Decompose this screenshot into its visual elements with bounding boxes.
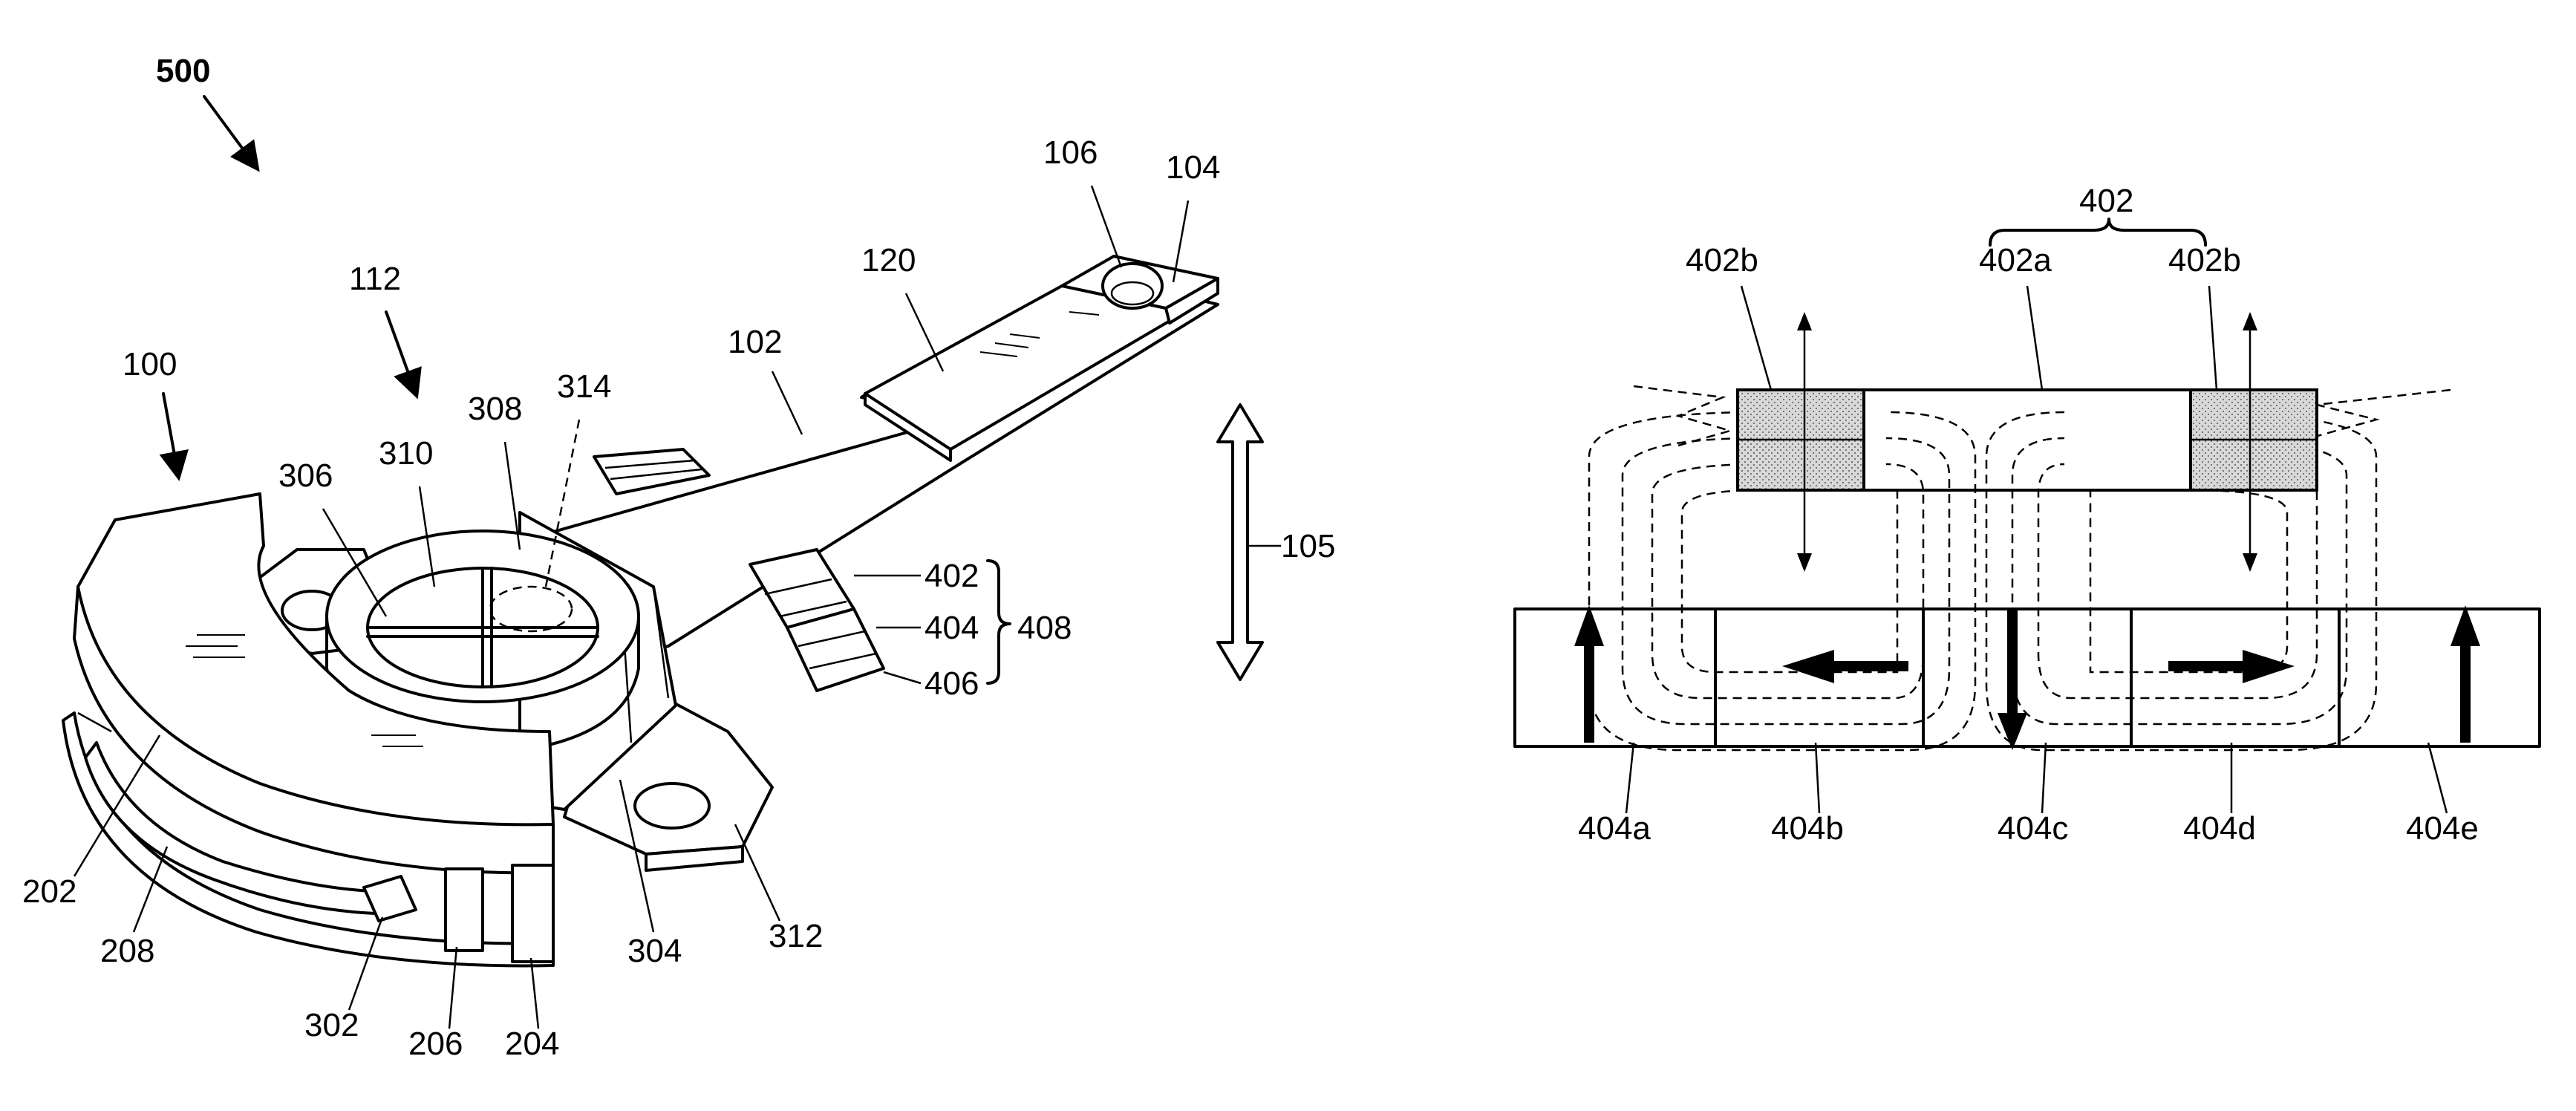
label-306: 306 xyxy=(278,457,333,494)
motion-arrow-105 xyxy=(1218,405,1262,680)
magnetization-arrow-404d xyxy=(2168,650,2295,683)
label-206: 206 xyxy=(408,1026,463,1062)
post-206 xyxy=(446,869,483,951)
label-302: 302 xyxy=(304,1007,359,1043)
label-402: 402 xyxy=(925,558,979,594)
label-202: 202 xyxy=(22,873,76,910)
flux-lines xyxy=(1589,386,2451,750)
label-112: 112 xyxy=(349,261,401,297)
label-304: 304 xyxy=(627,933,682,969)
suspension-120 xyxy=(865,286,1210,449)
label-r402b-right: 402b xyxy=(2168,242,2241,278)
head-106 xyxy=(1103,264,1162,308)
label-312: 312 xyxy=(769,918,823,954)
mount-hole xyxy=(635,783,709,828)
magnet-row-404 xyxy=(1515,609,2540,746)
coil-408 xyxy=(750,550,884,691)
post-204 xyxy=(512,865,553,962)
label-106: 106 xyxy=(1043,134,1098,171)
label-120: 120 xyxy=(861,242,916,278)
label-r404a: 404a xyxy=(1578,810,1651,847)
magnetization-arrow-404b xyxy=(1782,650,1908,683)
label-408: 408 xyxy=(1017,610,1072,646)
label-314: 314 xyxy=(557,368,611,405)
label-r404c: 404c xyxy=(1998,810,2068,847)
magnetization-arrow-404e xyxy=(2451,605,2480,743)
label-100: 100 xyxy=(123,346,177,382)
magnetization-arrow-404c xyxy=(1998,609,2027,750)
label-500: 500 xyxy=(156,53,210,89)
label-310: 310 xyxy=(379,435,433,472)
label-r404b: 404b xyxy=(1771,810,1844,847)
label-308: 308 xyxy=(468,391,522,427)
label-r402: 402 xyxy=(2079,183,2133,219)
label-406: 406 xyxy=(925,665,979,702)
label-r404d: 404d xyxy=(2183,810,2256,847)
label-105: 105 xyxy=(1281,528,1335,564)
schematic-drawing xyxy=(1515,312,2540,750)
fin-top xyxy=(594,449,709,494)
label-404: 404 xyxy=(925,610,979,646)
label-204: 204 xyxy=(505,1026,559,1062)
label-r402a: 402a xyxy=(1979,242,2052,278)
label-r404e: 404e xyxy=(2406,810,2479,847)
label-102: 102 xyxy=(728,324,782,360)
label-r402b-left: 402b xyxy=(1686,242,1758,278)
label-104: 104 xyxy=(1166,149,1220,186)
label-208: 208 xyxy=(100,933,154,969)
